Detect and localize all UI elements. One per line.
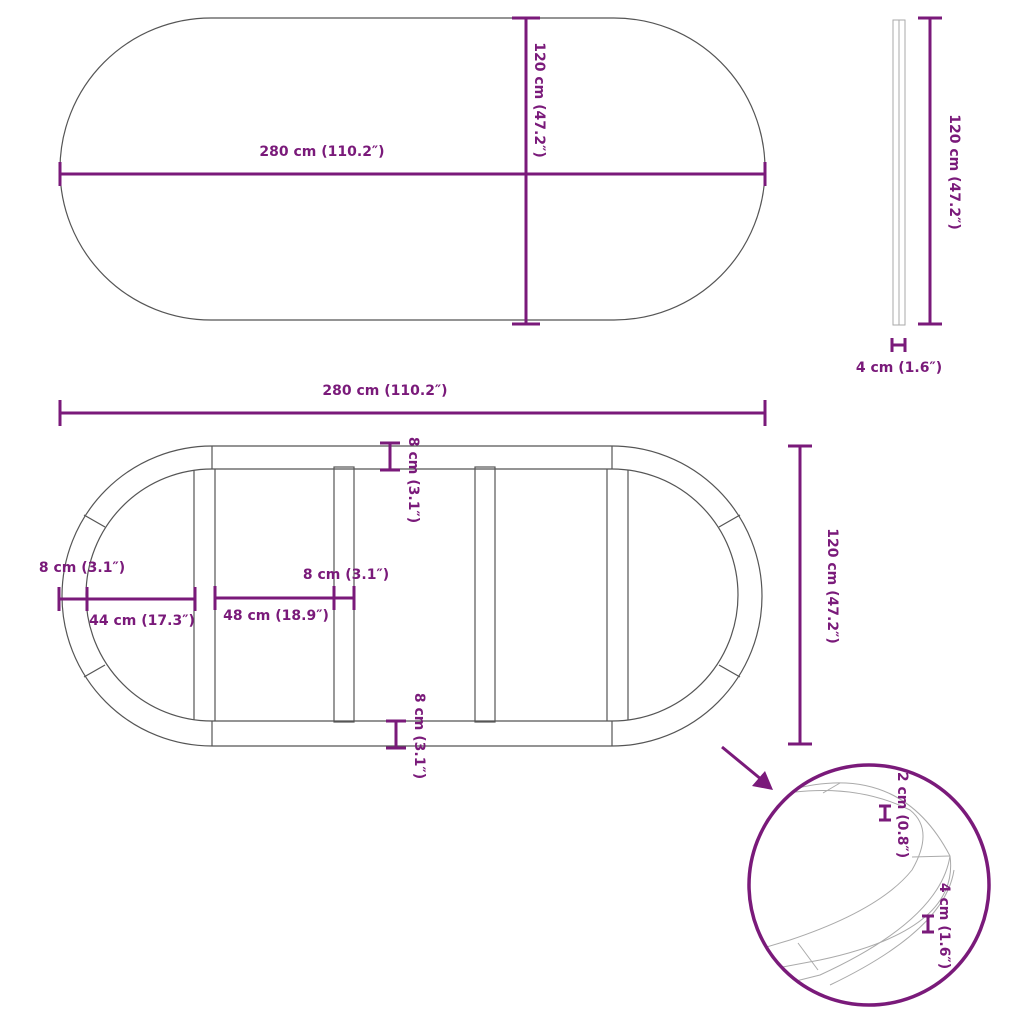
bottom-rail-label: 8 cm (3.1″)	[411, 693, 427, 779]
crossbar	[333, 466, 355, 723]
side-view: 120 cm (47.2″) 4 cm (1.6″)	[856, 16, 962, 376]
inner-thickness-label: 2 cm (0.8″)	[894, 772, 910, 858]
top-view: 280 cm (110.2″) 120 cm (47.2″)	[58, 16, 767, 326]
edge-thickness-label: 4 cm (1.6″)	[936, 883, 952, 969]
side-thickness-label: 4 cm (1.6″)	[856, 360, 942, 376]
frame-length-label: 280 cm (110.2″)	[322, 383, 447, 399]
crossbar	[474, 466, 496, 723]
end-depth-label: 44 cm (17.3″)	[89, 613, 195, 629]
tabletop-outline	[59, 17, 766, 321]
arrow-icon	[752, 771, 773, 790]
side-rail-label: 8 cm (3.1″)	[39, 560, 125, 576]
frame-view: 280 cm (110.2″) 120 cm (47.2″) 8 cm (3.1…	[39, 383, 840, 779]
side-height-label: 120 cm (47.2″)	[946, 114, 962, 229]
top-length-label: 280 cm (110.2″)	[259, 144, 384, 160]
detail-circle	[747, 763, 991, 1007]
section-width-label: 48 cm (18.9″)	[223, 608, 329, 624]
top-rail-label: 8 cm (3.1″)	[405, 437, 421, 523]
detail-view: 2 cm (0.8″) 4 cm (1.6″)	[721, 745, 991, 1007]
frame-width-label: 120 cm (47.2″)	[824, 528, 840, 643]
top-width-label: 120 cm (47.2″)	[531, 42, 547, 157]
crossbar-label: 8 cm (3.1″)	[303, 567, 389, 583]
